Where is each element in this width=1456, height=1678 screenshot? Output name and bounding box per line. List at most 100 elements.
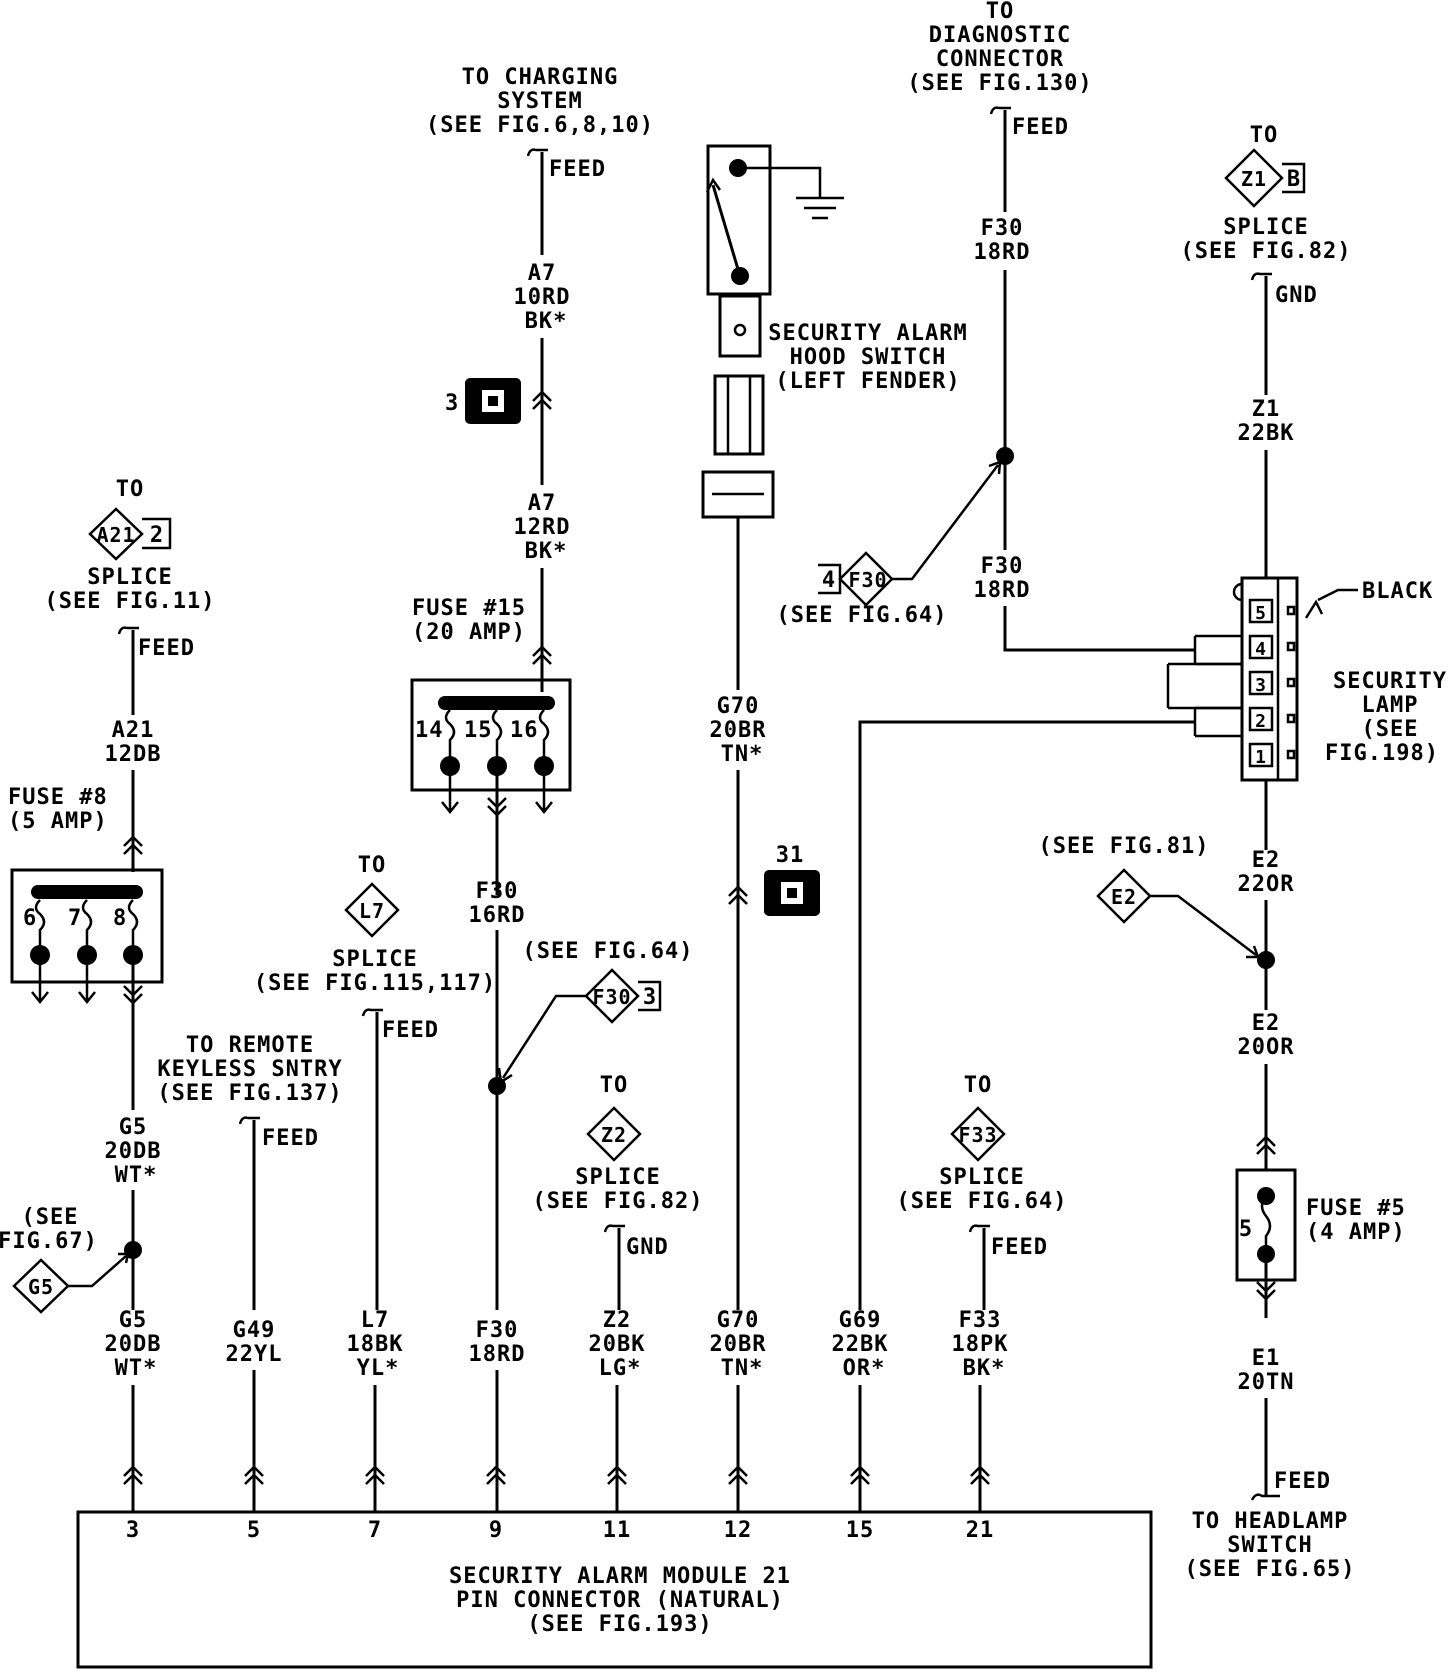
z1-splice-label: SPLICE — [1223, 215, 1308, 240]
a21-feed-label: FEED — [138, 636, 195, 661]
black-label: BLACK — [1362, 579, 1433, 604]
fuse5-pin: 5 — [1239, 1217, 1253, 1242]
fuse5-label: FUSE #5 — [1306, 1196, 1406, 1221]
charging-label: TO CHARGING — [462, 65, 619, 90]
headlamp-ref: (SEE FIG.65) — [1185, 1557, 1356, 1582]
module-pin-21: 21 — [966, 1518, 995, 1543]
lamp-ref-1: (SEE — [1362, 717, 1419, 742]
fuse15-pin-15: 15 — [464, 718, 493, 743]
module-pin-9: 9 — [489, 1518, 503, 1543]
remote-label-2: KEYLESS SNTRY — [157, 1057, 342, 1082]
a7-upper-wire-gauge: 10RD — [514, 285, 571, 310]
l7-to-label: TO — [358, 853, 387, 878]
lamp-label: SECURITY — [1333, 669, 1447, 694]
z2-splice-label: SPLICE — [575, 1165, 660, 1190]
z2-splice-ref: (SEE FIG.82) — [533, 1189, 704, 1214]
e2-splice-id: E2 — [1111, 885, 1137, 909]
fuse15-label: FUSE #15 — [412, 596, 526, 621]
g5-splice-id: G5 — [28, 1275, 54, 1299]
diag-feed-label: FEED — [1012, 115, 1069, 140]
fuse8-pin-7: 7 — [68, 906, 82, 931]
connector-31-icon — [764, 870, 820, 916]
diag-label-2: CONNECTOR — [936, 47, 1064, 72]
l7-wire-color: YL* — [357, 1356, 400, 1381]
z1-splice-ref: (SEE FIG.82) — [1181, 239, 1352, 264]
circuit-l7: TO L7 SPLICE (SEE FIG.115,117) FEED L7 1… — [254, 853, 495, 1512]
f33-splice-label: SPLICE — [939, 1165, 1024, 1190]
module-title: SECURITY ALARM MODULE 21 — [449, 1564, 791, 1589]
g70-bot-wire-gauge: 20BR — [710, 1332, 767, 1357]
module-pin-7: 7 — [368, 1518, 382, 1543]
diag-label: DIAGNOSTIC — [929, 23, 1071, 48]
g70-bot-wire-color: TN* — [721, 1356, 764, 1381]
e1-wire-gauge: 20TN — [1238, 1370, 1295, 1395]
z1-splice-id: Z1 — [1241, 167, 1267, 191]
l7-splice-label: SPLICE — [332, 947, 417, 972]
security-alarm-module: SECURITY ALARM MODULE 21 PIN CONNECTOR (… — [76, 1510, 1153, 1669]
e1-wire-id: E1 — [1252, 1346, 1281, 1371]
module-pin-12: 12 — [724, 1518, 753, 1543]
lamp-pin-4: 4 — [1255, 639, 1267, 660]
g69-wire-id: G69 — [839, 1308, 882, 1333]
f30-lamp-wire-id: F30 — [981, 554, 1024, 579]
f33-wire-gauge: 18PK — [952, 1332, 1009, 1357]
f30-diag-wire-id: F30 — [981, 216, 1024, 241]
z2-splice-id: Z2 — [601, 1123, 627, 1147]
circuit-g70: SECURITY ALARM HOOD SWITCH (LEFT FENDER)… — [701, 144, 967, 1512]
hood-switch-label-2: HOOD SWITCH — [790, 345, 947, 370]
circuit-f30-diagnostic: TO DIAGNOSTIC CONNECTOR (SEE FIG.130) FE… — [777, 0, 1195, 652]
f30-mid-splice-id: F30 — [592, 985, 631, 1009]
g70-mid-wire-color: TN* — [721, 742, 764, 767]
module-pin-11: 11 — [603, 1518, 632, 1543]
fuse8-label: FUSE #8 — [8, 785, 108, 810]
fuse5-rating: (4 AMP) — [1306, 1220, 1406, 1245]
f30-left-splice-id: F30 — [848, 568, 887, 592]
a21-to-label: TO — [116, 477, 145, 502]
remote-label: TO REMOTE — [186, 1033, 314, 1058]
e2-lower-wire-gauge: 20OR — [1238, 1035, 1295, 1060]
a7-upper-wire-color: BK* — [525, 309, 568, 334]
a7-upper-wire-id: A7 — [528, 261, 557, 286]
e2-upper-wire-id: E2 — [1252, 848, 1281, 873]
headlamp-label-2: SWITCH — [1227, 1533, 1312, 1558]
l7-wire-gauge: 18BK — [347, 1332, 404, 1357]
lamp-ref-2: FIG.198) — [1325, 741, 1439, 766]
z1-splice-pin: B — [1287, 167, 1301, 192]
a7-lower-wire-id: A7 — [528, 491, 557, 516]
lamp-pin-5: 5 — [1255, 603, 1267, 624]
z2-to-label: TO — [600, 1073, 629, 1098]
a21-splice-label: SPLICE — [87, 565, 172, 590]
diag-to-label: TO — [986, 0, 1015, 24]
z2-gnd-label: GND — [626, 1235, 669, 1260]
circuit-e2-e1: (SEE FIG.81) E2 E2 22OR E2 20OR 5 FUSE #… — [1039, 834, 1406, 1582]
f33-feed-label: FEED — [991, 1235, 1048, 1260]
security-lamp: TO Z1 B SPLICE (SEE FIG.82) GND Z1 22BK … — [1166, 123, 1447, 850]
diag-ref: (SEE FIG.130) — [907, 71, 1092, 96]
hood-switch-location: (LEFT FENDER) — [775, 369, 960, 394]
module-subtitle: PIN CONNECTOR (NATURAL) — [456, 1588, 784, 1613]
a21-splice-id: A21 — [96, 523, 135, 547]
f30-diag-wire-gauge: 18RD — [974, 240, 1031, 265]
g70-mid-wire-id: G70 — [717, 694, 760, 719]
g69-wire-color: OR* — [843, 1356, 886, 1381]
connector-31-label: 31 — [776, 843, 805, 868]
f30-mid-splice-pin: 3 — [643, 985, 657, 1010]
g5-top-wire-color: WT* — [115, 1163, 158, 1188]
f30-mid-ref: (SEE FIG.64) — [523, 939, 694, 964]
f33-wire-id: F33 — [959, 1308, 1002, 1333]
g49-wire-gauge: 22YL — [226, 1342, 283, 1367]
e2-upper-wire-gauge: 22OR — [1238, 872, 1295, 897]
g70-bot-wire-id: G70 — [717, 1308, 760, 1333]
f30-bot-wire-gauge: 18RD — [469, 1342, 526, 1367]
f30-fuse-wire-id: F30 — [476, 879, 519, 904]
f33-splice-ref: (SEE FIG.64) — [897, 1189, 1068, 1214]
circuit-z2: TO Z2 SPLICE (SEE FIG.82) GND Z2 20BK LG… — [533, 1073, 704, 1512]
f30-left-splice-pin: 4 — [822, 568, 836, 593]
circuit-a7-f30: TO CHARGING SYSTEM (SEE FIG.6,8,10) FEED… — [410, 65, 694, 1512]
a21-splice-ref: (SEE FIG.11) — [45, 589, 216, 614]
lamp-pin-2: 2 — [1255, 711, 1267, 732]
lamp-pin-3: 3 — [1255, 675, 1267, 696]
f33-to-label: TO — [964, 1073, 993, 1098]
module-pin-5: 5 — [247, 1518, 261, 1543]
